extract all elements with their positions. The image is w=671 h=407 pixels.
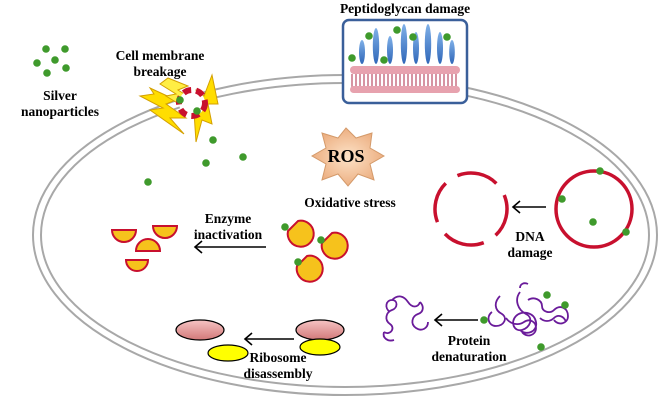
ribosome-intact: [175, 319, 249, 362]
silver-nanoparticles-label: Silver nanoparticles: [20, 88, 99, 119]
silver-nanoparticles-cluster: [33, 45, 70, 77]
enzymes-inactivated: [281, 219, 349, 283]
ribosome-disassembled: [295, 319, 345, 356]
protein-denaturation-label: Protein denaturation: [431, 333, 507, 364]
ribosome-arrow: [243, 332, 294, 346]
dna-broken: [433, 171, 509, 247]
protein-arrow: [433, 313, 478, 327]
cell-membrane-breakage-label: Cell membrane breakage: [115, 48, 205, 79]
oxidative-stress-label: Oxidative stress: [304, 195, 396, 210]
protein-particles: [480, 291, 569, 351]
protein-folded: [487, 282, 569, 337]
ros-label: ROS: [327, 146, 365, 166]
dna-arrow: [511, 200, 546, 214]
enzyme-arrow: [193, 240, 266, 254]
enzymes-intact: [110, 225, 179, 272]
dna-damage-label: DNA damage: [507, 229, 553, 260]
dna-circular: [554, 167, 634, 249]
peptidoglycan-lipid-tails: [351, 74, 457, 88]
scattered-nanoparticles: [144, 136, 247, 186]
ribosome-disassembly-label: Ribosome disassembly: [243, 350, 313, 381]
membrane-breakage-graphic: [138, 73, 219, 143]
enzyme-inactivation-label: Enzyme inactivation: [193, 211, 263, 242]
protein-denatured: [382, 295, 429, 342]
ros-star: [310, 127, 386, 187]
peptidoglycan-damage-box: [341, 18, 469, 105]
peptidoglycan-damage-label: Peptidoglycan damage: [339, 1, 471, 16]
peptidoglycan-spikes: [359, 24, 455, 64]
